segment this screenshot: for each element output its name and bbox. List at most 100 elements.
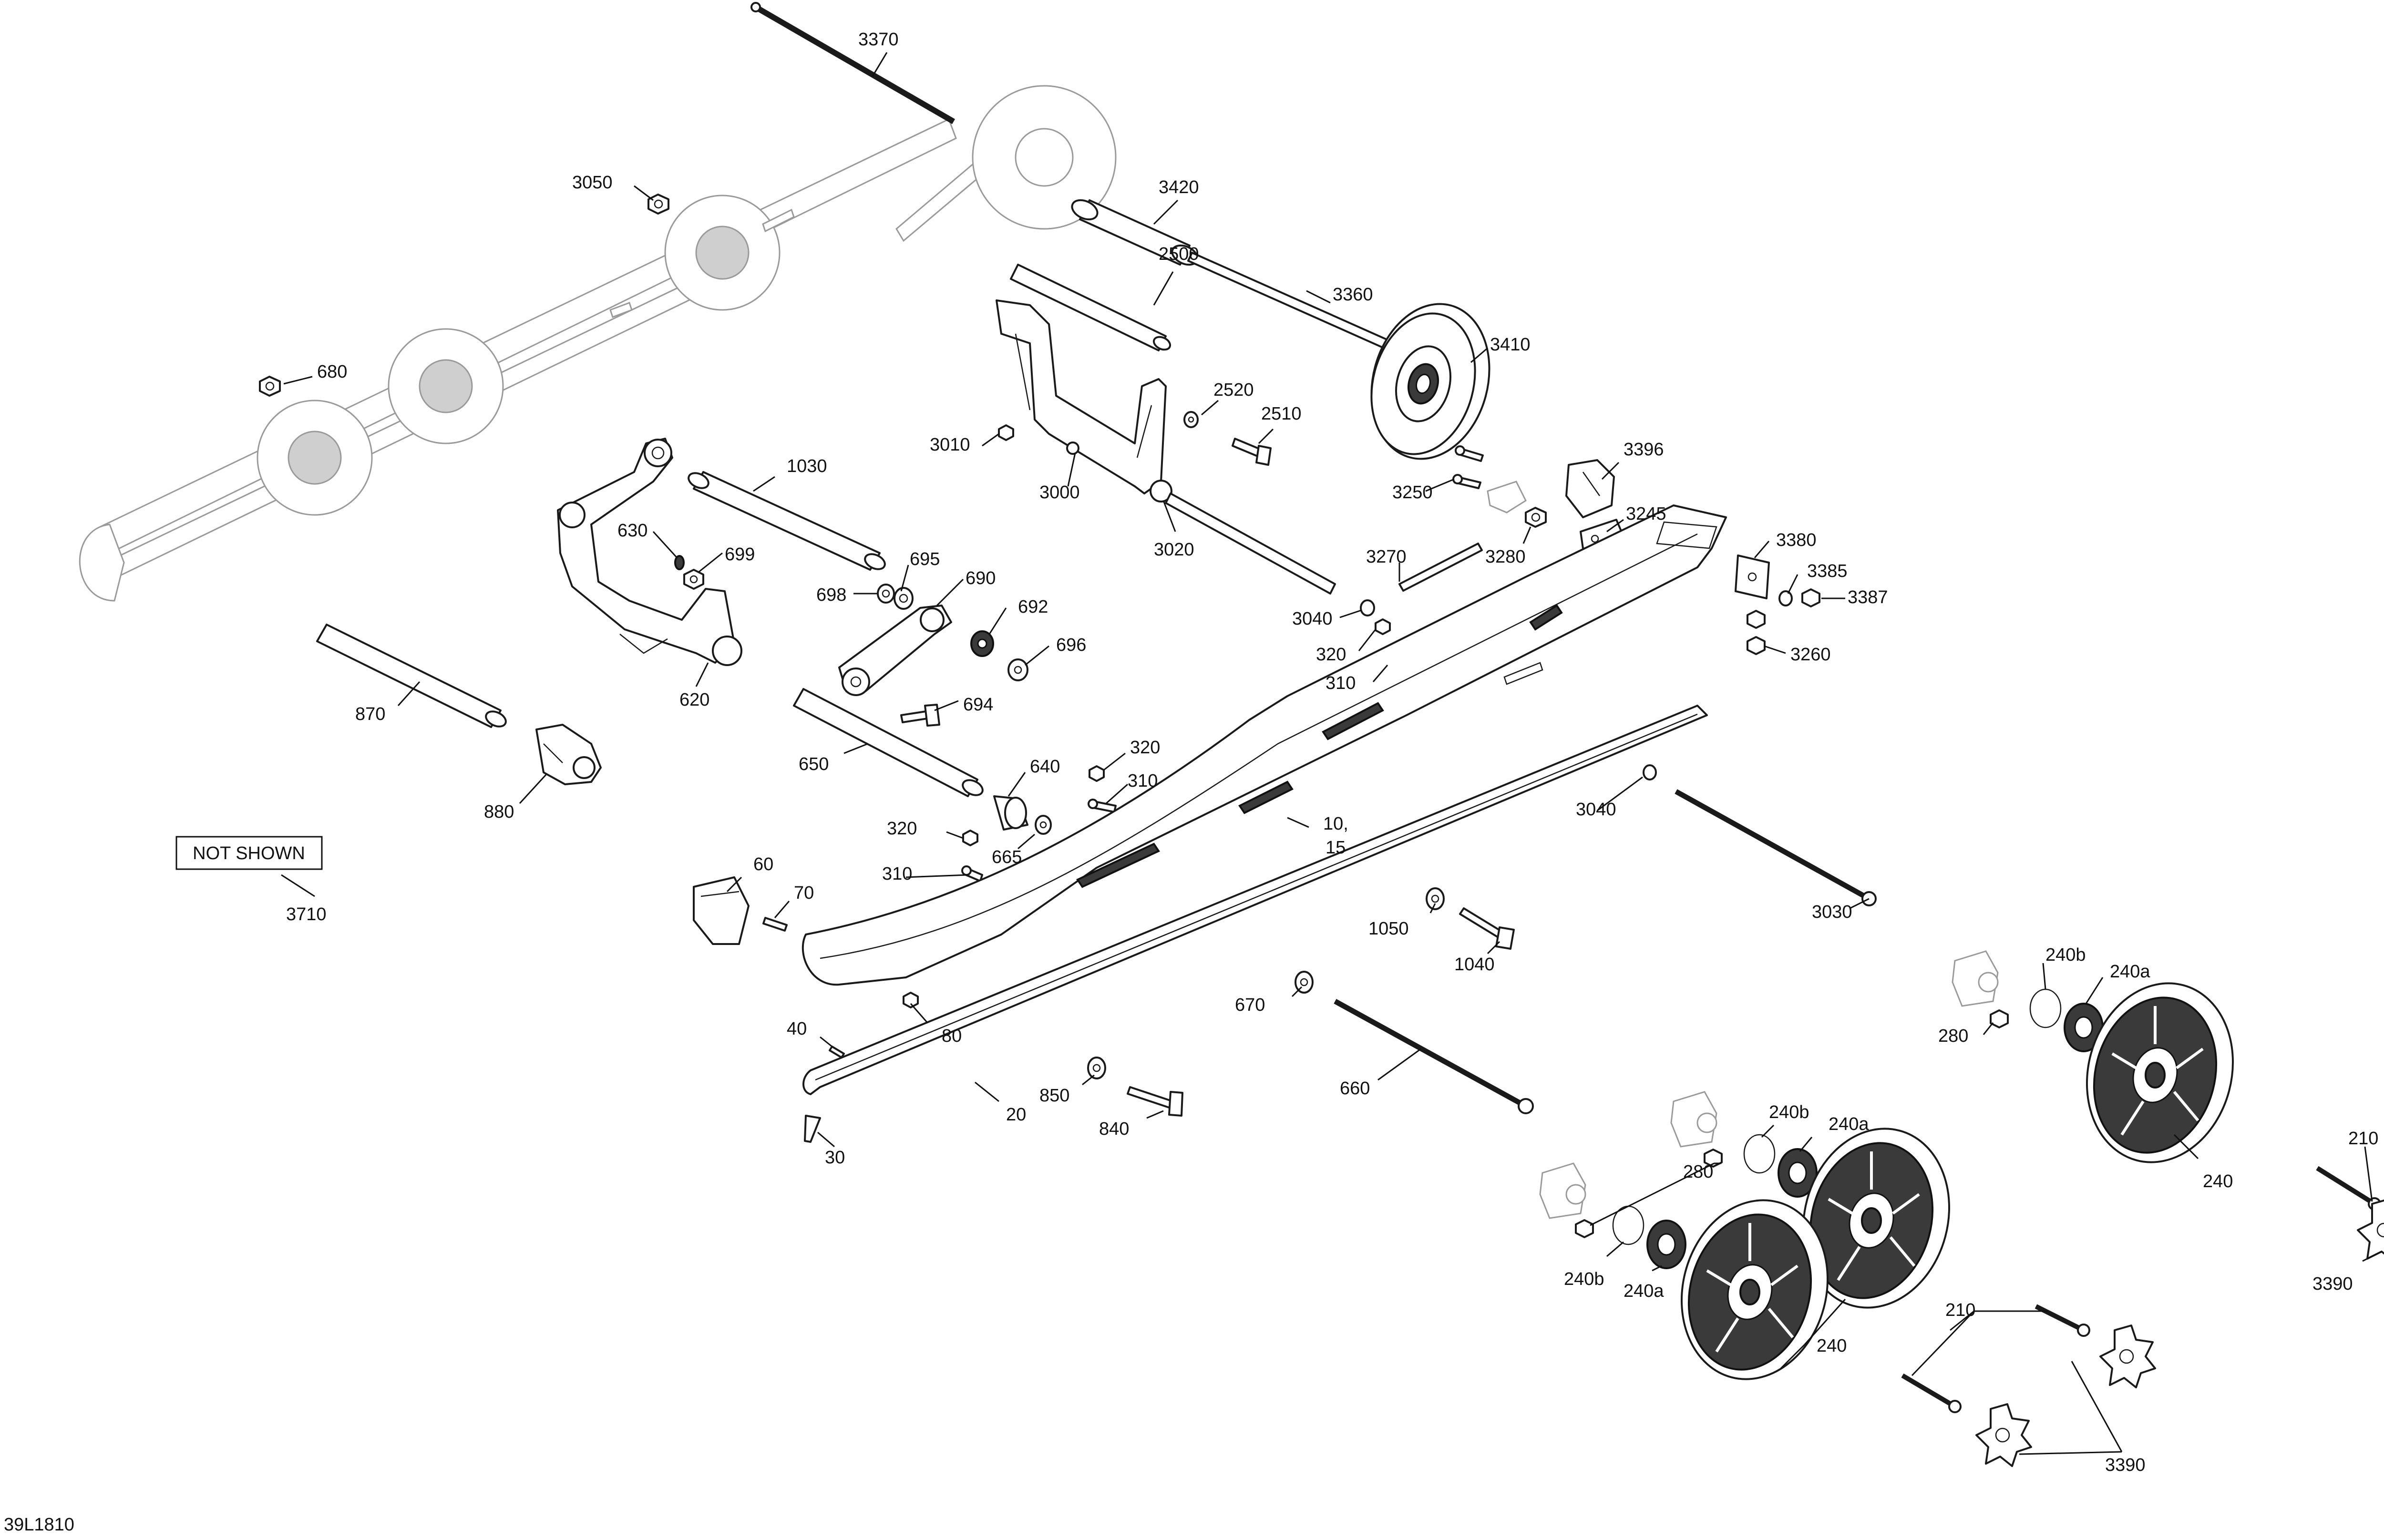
callout-696: 696 [1056,635,1086,655]
callout-210-right: 210 [2348,1129,2378,1149]
part-320-nut-a [1089,765,1105,782]
part-630-bushing [674,555,685,570]
part-698-washer [877,584,895,604]
callout-2510: 2510 [1261,404,1302,424]
part-3050-nut [647,194,669,215]
callout-3250: 3250 [1392,483,1433,503]
callout-3410: 3410 [1490,335,1531,355]
callout-80: 80 [942,1026,962,1046]
part-695-washer [894,587,914,610]
part-3380-plate [1735,554,1770,599]
callout-40: 40 [787,1019,807,1039]
part-280-nut-low [1575,1219,1594,1238]
ghost-mount-block-mid [1670,1091,1717,1148]
ghost-rail-assembly [79,85,1117,602]
part-80-nut [903,992,919,1008]
part-880-block [535,724,602,785]
part-320-nut-b [962,830,978,846]
callout-692: 692 [1018,597,1048,617]
callout-30: 30 [825,1148,845,1168]
callout-695: 695 [910,549,940,569]
part-680-nut [259,376,281,397]
part-620-front-arm [557,438,742,666]
callout-3390-right: 3390 [2312,1274,2353,1294]
part-10-15-rail [802,504,1727,986]
ghost-mount-block-top [1952,950,1999,1007]
part-240b-ring-mid [1743,1134,1776,1174]
callout-2520: 2520 [1213,380,1254,400]
callout-3380: 3380 [1776,530,1817,550]
callout-20: 20 [1006,1105,1026,1125]
part-3370-rod [750,2,956,124]
part-60-rail-cap [693,876,750,945]
callout-3387: 3387 [1848,587,1888,607]
callout-15: 15 [1326,838,1346,858]
callout-698: 698 [816,585,846,605]
callout-3420: 3420 [1159,177,1199,197]
part-690-link [838,605,952,696]
part-210-bolt-low-b [1901,1373,1962,1413]
callout-240-low: 240 [1817,1336,1847,1356]
ghost-mount-block-low [1539,1162,1586,1219]
callout-240b-mid: 240b [1769,1102,1809,1122]
callout-3000: 3000 [1039,483,1080,503]
callout-240a-mid: 240a [1829,1114,1869,1134]
callout-320-b: 320 [1130,738,1160,758]
callout-3396: 3396 [1624,440,1664,460]
callout-870: 870 [355,704,385,724]
callout-3020: 3020 [1154,540,1194,560]
diagram-code: 39L1810 [4,1515,74,1535]
callout-650: 650 [799,754,829,774]
part-2520-washer [1183,411,1199,428]
part-240-wheel-mid [1802,1128,1951,1309]
callout-60: 60 [753,854,773,874]
part-310-bolt-b [961,865,983,882]
part-3040-washer-b [1643,764,1657,780]
callout-280-top: 280 [1938,1026,1968,1046]
callout-3040-b: 3040 [1576,800,1616,820]
callout-665: 665 [992,847,1022,867]
callout-310-c: 310 [882,864,912,884]
part-3000-bracket [996,299,1172,503]
part-3020-rod [1165,493,1336,595]
callout-880: 880 [484,802,514,822]
part-3396-stopper [1565,459,1615,518]
part-320-nut-c [1375,618,1391,635]
callout-70: 70 [794,883,814,903]
callout-1040: 1040 [1454,955,1495,975]
callout-280-mid: 280 [1683,1162,1713,1182]
callout-310-a: 310 [1326,673,1356,693]
callout-640: 640 [1030,757,1060,777]
part-70-screw [762,917,788,932]
part-670-washer [1295,971,1314,994]
part-3040-washer-a [1360,599,1375,616]
part-650-shaft [793,688,984,797]
part-2500-tube [1010,264,1171,351]
not-shown-box: NOT SHOWN [175,836,323,870]
part-660-bolt [1334,999,1534,1114]
callout-310-b: 310 [1128,771,1158,791]
callout-labels: 3370 3050 680 3420 2500 3360 3410 2520 2… [286,30,2378,1475]
callout-670: 670 [1235,995,1265,1015]
part-20-wear-strip [802,705,1708,1095]
callout-620: 620 [679,690,709,710]
part-840-bolt [1127,1086,1183,1117]
part-3260-nuts [1747,610,1766,655]
part-210-bolt-low-a [2035,1304,2090,1337]
callout-3710: 3710 [286,904,327,924]
part-3250-bolt [1452,445,1484,489]
part-870-shaft [316,624,507,728]
callout-3280: 3280 [1485,547,1526,567]
part-3390-retainer-right [2357,1199,2384,1260]
part-640-bushing [993,795,1028,831]
part-699-nut [683,569,704,590]
callout-1050: 1050 [1368,919,1409,939]
callout-3370: 3370 [858,30,899,50]
callout-630: 630 [617,521,647,541]
callout-694: 694 [963,695,993,715]
part-3396-clip [1487,481,1527,513]
callout-680: 680 [317,362,347,382]
part-694-bolt [900,704,940,727]
callout-699: 699 [725,544,755,565]
